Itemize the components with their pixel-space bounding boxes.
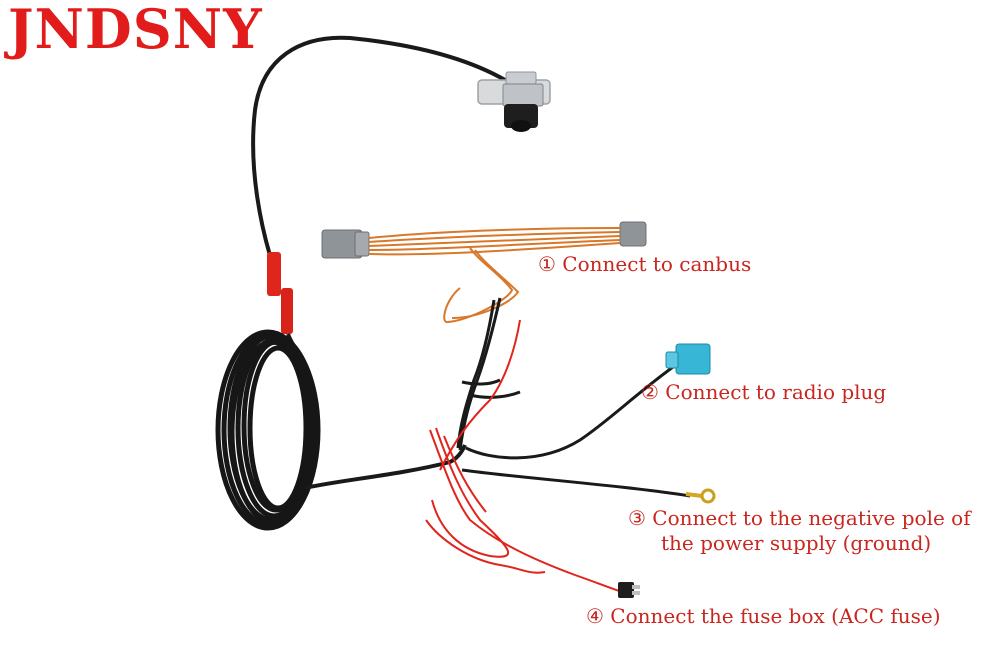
callout-fuse-box: ④ Connect the fuse box (ACC fuse) [586, 604, 941, 629]
canbus-harness [321, 221, 647, 323]
acc-fuse-tap [618, 582, 640, 598]
radio-plug-connector [665, 343, 711, 375]
ground-wire [461, 468, 691, 498]
callout-number: ④ [586, 604, 604, 628]
brand-logo: JNDSNY [8, 0, 263, 61]
fuse-power-wire [425, 319, 623, 593]
callout-text: Connect to radio plug [665, 380, 887, 404]
reverse-camera [477, 71, 551, 132]
callout-ground: ③ Connect to the negative pole of the po… [628, 506, 971, 556]
callout-radio-plug: ② Connect to radio plug [641, 380, 886, 405]
radio-plug-wire [465, 360, 681, 460]
power-harness-black [456, 297, 691, 498]
callout-text: Connect the fuse box (ACC fuse) [610, 604, 941, 628]
callout-text: Connect to canbus [562, 252, 752, 276]
callout-text-line2: the power supply (ground) [661, 531, 932, 555]
coiled-cable [215, 329, 321, 531]
callout-number: ① [538, 252, 556, 276]
camera-video-cable [251, 35, 506, 263]
callout-number: ③ [628, 506, 646, 530]
ground-terminal [685, 488, 716, 504]
coil-to-hub-cable [304, 444, 467, 490]
callout-number: ② [641, 380, 659, 404]
callout-text: Connect to the negative pole of [652, 506, 971, 530]
canbus-connector-right [619, 221, 647, 247]
red-inline-connector [267, 252, 281, 296]
red-inline-connector-mate [281, 288, 293, 334]
callout-canbus: ① Connect to canbus [538, 252, 751, 277]
